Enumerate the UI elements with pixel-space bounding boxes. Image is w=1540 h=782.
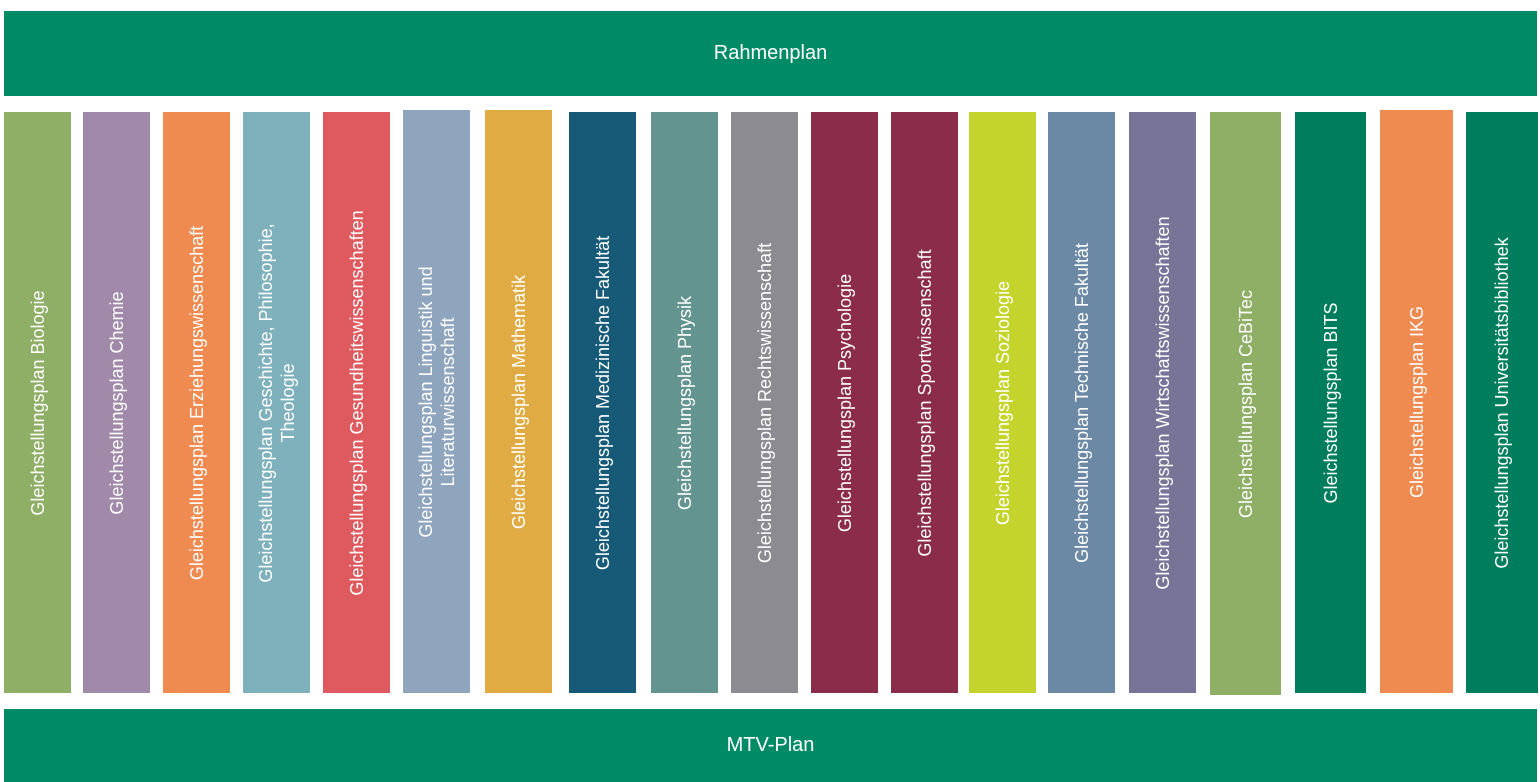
rahmenplan-label: Rahmenplan [713, 42, 828, 64]
plan-column-label: Gleichstellungsplan Physik [674, 295, 695, 510]
plan-column-label: Gleichstellungsplan Wirtschaftswissensch… [1152, 215, 1173, 590]
plan-column-label: Gleichstellungsplan CeBiTec [1235, 289, 1256, 518]
plan-column: Gleichstellungsplan Gesundheitswissensch… [323, 112, 390, 693]
plan-column-label: Gleichstellungsplan Soziologie [992, 280, 1013, 525]
plan-column: Gleichstellungsplan Wirtschaftswissensch… [1129, 112, 1196, 693]
plan-column: Gleichstellungsplan Universitätsbiblioth… [1466, 112, 1538, 693]
plan-column: Gleichstellungsplan Psychologie [811, 112, 878, 693]
plan-column: Gleichstellungsplan Erziehungswissenscha… [163, 112, 230, 693]
plan-column: Gleichstellungsplan Sportwissenschaft [891, 112, 958, 693]
plan-column-label: Gleichstellungsplan Gesundheitswissensch… [346, 209, 367, 596]
plan-column: Gleichstellungsplan Geschichte, Philosop… [243, 112, 310, 693]
plan-column-label: Gleichstellungsplan Mathematik [508, 274, 529, 529]
plan-column-label: Gleichstellungsplan Universitätsbiblioth… [1492, 236, 1512, 569]
plan-column: Gleichstellungsplan BITS [1295, 112, 1366, 693]
plan-column-label: Gleichstellungsplan Biologie [27, 289, 48, 516]
plan-column-label: Gleichstellungsplan Medizinische Fakultä… [592, 235, 613, 570]
mtv-plan-label: MTV-Plan [726, 734, 815, 756]
plan-column: Gleichstellungsplan CeBiTec [1210, 112, 1281, 695]
plan-column-label: Gleichstellungsplan Technische Fakultät [1071, 242, 1092, 563]
plan-column-label: Gleichstellungsplan Sportwissenschaft [914, 248, 935, 557]
plan-column: Gleichstellungsplan Technische Fakultät [1048, 112, 1115, 693]
plan-column: Gleichstellungsplan Physik [651, 112, 718, 693]
plan-column-label: Gleichstellungsplan BITS [1320, 301, 1341, 504]
plan-column: Gleichstellungsplan Biologie [4, 112, 71, 693]
plan-column: Gleichstellungsplan Mathematik [485, 110, 552, 693]
plan-column: Gleichstellungsplan Chemie [83, 112, 150, 693]
plan-column-label: Gleichstellungsplan Geschichte, Philosop… [255, 222, 298, 583]
plan-column: Gleichstellungsplan Medizinische Fakultä… [569, 112, 636, 693]
mtv-plan-bar: MTV-Plan [4, 709, 1537, 782]
plan-column-label: Gleichstellungsplan Erziehungswissenscha… [186, 225, 207, 580]
plan-column-label: Gleichstellungsplan Psychologie [834, 273, 855, 532]
rahmenplan-bar: Rahmenplan [4, 11, 1537, 96]
plan-column-label: Gleichstellungsplan Chemie [106, 290, 127, 515]
plan-column: Gleichstellungsplan IKG [1380, 110, 1453, 693]
plan-column-label: Gleichstellungsplan IKG [1406, 305, 1427, 498]
plan-column-label: Gleichstellungsplan Rechtswissenschaft [754, 242, 775, 563]
plan-column: Gleichstellungsplan Soziologie [969, 112, 1036, 693]
plan-column: Gleichstellungsplan Rechtswissenschaft [731, 112, 798, 693]
